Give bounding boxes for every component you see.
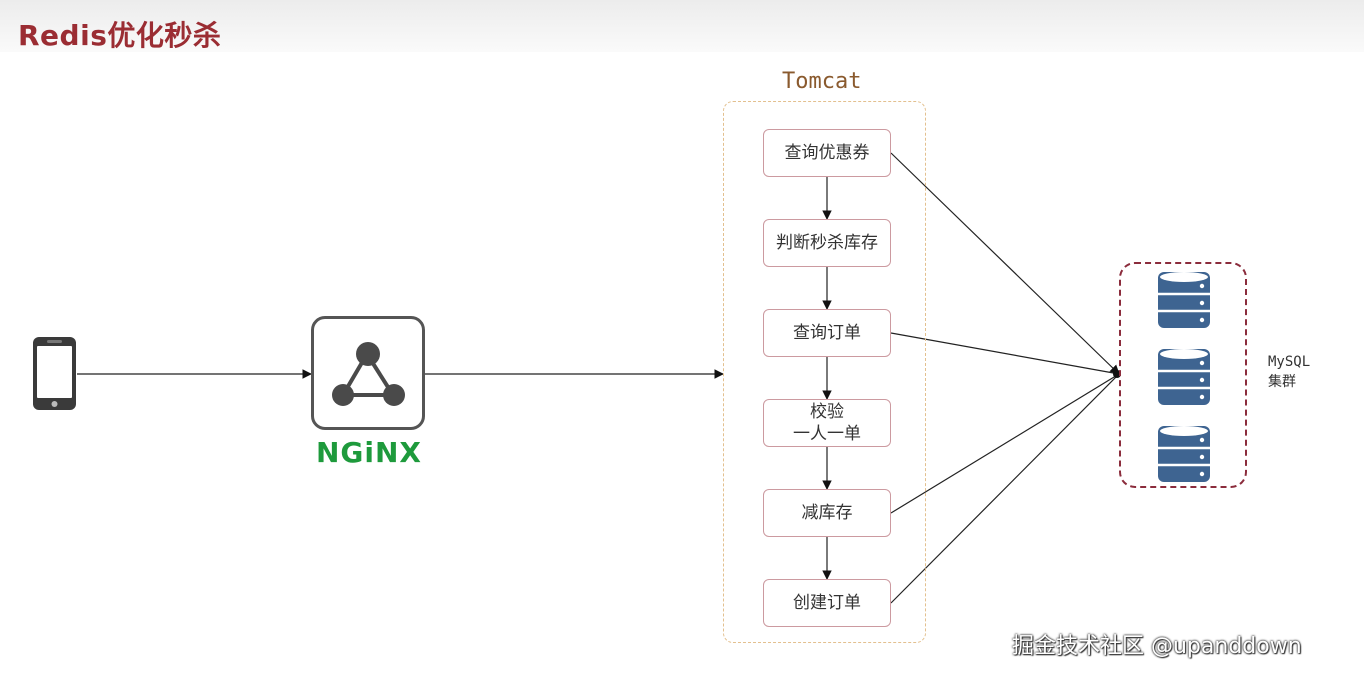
step-label: 判断秒杀库存 xyxy=(776,233,878,253)
tomcat-container xyxy=(723,101,926,643)
edge-step-3-to-mysql xyxy=(890,332,1120,375)
edge-step-6-to-mysql xyxy=(890,373,1120,604)
mysql-cluster xyxy=(1119,262,1247,488)
step-6: 创建订单 xyxy=(763,579,891,627)
step-5: 减库存 xyxy=(763,489,891,537)
title-bar xyxy=(0,0,1364,52)
step-label: 查询订单 xyxy=(793,323,861,343)
step-2: 判断秒杀库存 xyxy=(763,219,891,267)
cluster-label: 集群 xyxy=(1268,374,1296,390)
step-3: 查询订单 xyxy=(763,309,891,357)
mysql-label: MySQL xyxy=(1268,354,1311,370)
page-title: Redis优化秒杀 xyxy=(18,19,222,52)
step-label: 创建订单 xyxy=(793,593,861,613)
nginx-label: NGiNX xyxy=(315,436,423,469)
nginx-logo-icon xyxy=(311,316,425,430)
step-label: 查询优惠券 xyxy=(784,143,870,163)
step-label: 校验 一人一单 xyxy=(793,402,861,444)
tomcat-label: Tomcat xyxy=(782,69,862,94)
step-4: 校验 一人一单 xyxy=(763,399,891,447)
mysql-cluster-label: MySQL 集群 xyxy=(1268,352,1310,392)
step-label: 减库存 xyxy=(801,503,853,523)
step-1: 查询优惠券 xyxy=(763,129,891,177)
watermark: 掘金技术社区 @upanddown xyxy=(1012,634,1302,659)
edge-step-1-to-mysql xyxy=(890,152,1120,375)
edge-step-5-to-mysql xyxy=(890,373,1120,514)
